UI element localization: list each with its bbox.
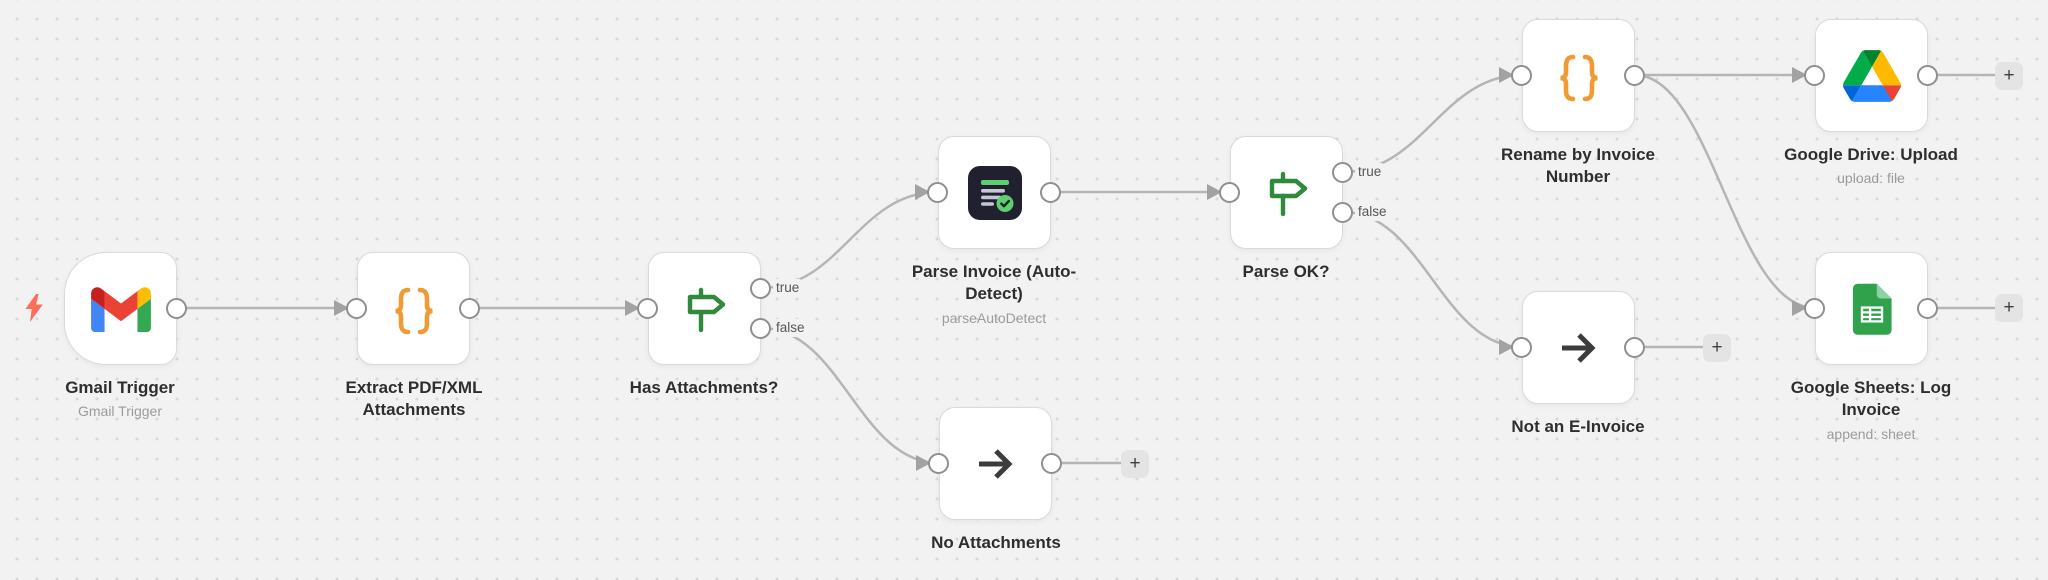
google-drive-icon [1842, 49, 1901, 102]
add-node-button-not-an-e-invoice[interactable]: + [1703, 334, 1731, 362]
arrow-right-icon [1561, 332, 1596, 363]
node-title: Rename by Invoice Number [1500, 145, 1655, 187]
google-sheets-icon [1852, 283, 1892, 335]
node-subtitle: upload: file [1837, 170, 1905, 187]
node-google-sheets-log[interactable] [1815, 252, 1928, 365]
arrowhead-icon [1499, 339, 1514, 355]
parse-ok-false-label: false [1355, 203, 1390, 221]
plus-icon: + [1129, 453, 1141, 474]
arrowhead-icon [1792, 300, 1807, 316]
parse-invoice-output-port[interactable] [1040, 182, 1061, 203]
node-title: Parse Invoice (Auto-Detect) [911, 262, 1077, 304]
parse-ok-input-port[interactable] [1219, 182, 1240, 203]
trigger-bolt-icon [25, 294, 43, 322]
plus-icon: + [2003, 297, 2015, 318]
parse-ok-true-label: true [1355, 163, 1385, 181]
no-attachments-input-port[interactable] [928, 453, 949, 474]
node-subtitle: parseAutoDetect [941, 309, 1047, 326]
arrowhead-icon [1207, 184, 1222, 200]
node-google-drive-upload[interactable] [1815, 19, 1928, 132]
arrowhead-icon [334, 300, 349, 316]
node-title: Gmail Trigger [65, 378, 175, 397]
parse-ok-false-output-port[interactable] [1332, 202, 1353, 223]
add-node-button-no-attachments[interactable]: + [1121, 450, 1149, 478]
code-braces-icon [394, 287, 433, 334]
signpost-icon [1269, 171, 1307, 216]
rename-output-port[interactable] [1624, 65, 1645, 86]
extract-document-icon [967, 165, 1022, 220]
has-attachments-false-label: false [773, 319, 808, 337]
google-sheets-output-port[interactable] [1917, 298, 1938, 319]
node-subtitle: append: sheet [1826, 425, 1916, 442]
node-gmail-trigger[interactable] [64, 252, 177, 365]
node-title: No Attachments [931, 533, 1061, 552]
plus-icon: + [1711, 337, 1723, 358]
arrowhead-icon [915, 184, 930, 200]
google-drive-output-port[interactable] [1917, 65, 1938, 86]
node-title: Parse OK? [1242, 262, 1330, 281]
node-no-attachments[interactable] [939, 407, 1052, 520]
node-extract-attachments[interactable] [357, 252, 470, 365]
not-an-e-invoice-input-port[interactable] [1511, 337, 1532, 358]
node-title: Extract PDF/XML Attachments [345, 378, 483, 420]
node-title: Has Attachments? [629, 378, 779, 397]
node-rename-by-invoice-number[interactable] [1522, 19, 1635, 132]
parse-invoice-input-port[interactable] [927, 182, 948, 203]
not-an-e-invoice-output-port[interactable] [1624, 337, 1645, 358]
code-braces-icon [1559, 54, 1598, 101]
add-node-button-google-sheets[interactable]: + [1995, 294, 2023, 322]
no-attachments-output-port[interactable] [1041, 453, 1062, 474]
arrowhead-icon [1792, 67, 1807, 83]
has-attachments-false-output-port[interactable] [750, 318, 771, 339]
add-node-button-google-drive[interactable]: + [1995, 62, 2023, 90]
gmail-icon [90, 286, 151, 332]
signpost-icon [687, 287, 725, 332]
extract-attachments-input-port[interactable] [346, 298, 367, 319]
arrowhead-icon [916, 455, 931, 471]
connection-rename-to-sheets [1634, 73, 1816, 310]
node-parse-invoice[interactable] [938, 136, 1051, 249]
node-not-an-e-invoice[interactable] [1522, 291, 1635, 404]
gmail-trigger-output-port[interactable] [166, 298, 187, 319]
parse-ok-true-output-port[interactable] [1332, 162, 1353, 183]
arrowhead-icon [625, 300, 640, 316]
node-subtitle: Gmail Trigger [77, 403, 163, 420]
extract-attachments-output-port[interactable] [459, 298, 480, 319]
node-title: Google Drive: Upload [1784, 145, 1958, 164]
plus-icon: + [2003, 65, 2015, 86]
google-drive-input-port[interactable] [1804, 65, 1825, 86]
rename-input-port[interactable] [1511, 65, 1532, 86]
arrowhead-icon [1499, 67, 1514, 83]
node-title: Google Sheets: Log Invoice [1790, 378, 1952, 420]
node-parse-ok[interactable] [1230, 136, 1343, 249]
google-sheets-input-port[interactable] [1804, 298, 1825, 319]
has-attachments-true-output-port[interactable] [750, 278, 771, 299]
node-title: Not an E-Invoice [1511, 417, 1645, 436]
has-attachments-true-label: true [773, 279, 803, 297]
arrow-right-icon [978, 448, 1013, 479]
node-has-attachments[interactable] [648, 252, 761, 365]
has-attachments-input-port[interactable] [637, 298, 658, 319]
